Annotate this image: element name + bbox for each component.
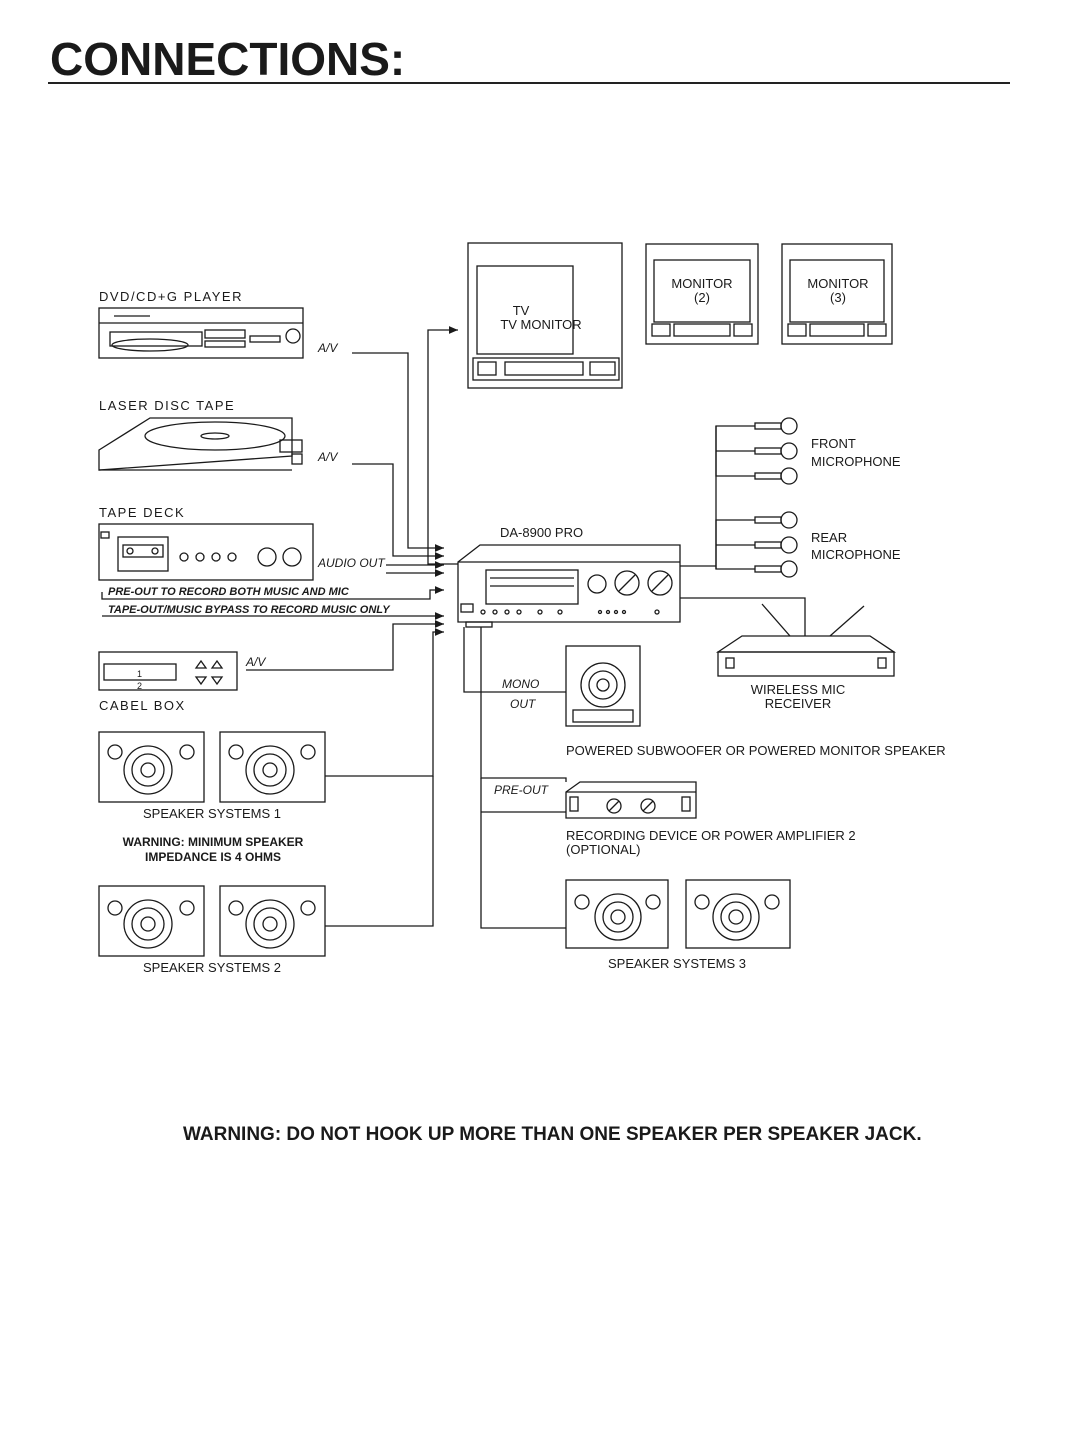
wireless-receiver-label-2: RECEIVER [765, 696, 831, 711]
amplifier-device [457, 544, 681, 628]
cable-ch2-label: 2 [137, 681, 142, 691]
recording-device [565, 781, 697, 819]
monitor-2-label: MONITOR [671, 276, 732, 291]
speaker-systems-2 [98, 885, 326, 957]
rear-mic-label: REAR [811, 530, 847, 545]
speaker-systems-3 [565, 879, 791, 949]
title-divider [48, 82, 1010, 84]
monitor-3-label: MONITOR [807, 276, 868, 291]
dvd-av-label: A/V [317, 341, 338, 355]
impedance-warning: WARNING: MINIMUM SPEAKER [123, 835, 304, 849]
connection-lines [101, 326, 806, 929]
mono-out-label: MONO [502, 677, 539, 691]
recording-device-optional: (OPTIONAL) [566, 842, 640, 857]
cable-av-label: A/V [245, 655, 266, 669]
wireless-receiver-device [715, 603, 897, 677]
cable-box-label: CABEL BOX [99, 698, 186, 713]
front-mic-label-2: MICROPHONE [811, 454, 901, 469]
recording-device-label: RECORDING DEVICE OR POWER AMPLIFIER 2 [566, 828, 856, 843]
monitor-2-device [645, 243, 759, 345]
speaker-systems-1 [98, 731, 326, 803]
tapeout-note: TAPE-OUT/MUSIC BYPASS TO RECORD MUSIC ON… [108, 604, 391, 616]
tape-audio-out-label: AUDIO OUT [317, 556, 386, 570]
laser-disc-device [98, 417, 303, 471]
speaker-systems-1-label: SPEAKER SYSTEMS 1 [143, 806, 281, 821]
monitor-3-number: (3) [830, 290, 846, 305]
hookup-warning: WARNING: DO NOT HOOK UP MORE THAN ONE SP… [183, 1124, 922, 1145]
laser-disc-label: LASER DISC TAPE [99, 398, 235, 413]
subwoofer-device [565, 645, 641, 727]
tv-monitor-label: TV MONITOR [500, 317, 581, 332]
speaker-systems-3-label: SPEAKER SYSTEMS 3 [608, 956, 746, 971]
dvd-player-label: DVD/CD+G PLAYER [99, 289, 243, 304]
amplifier-model-label: DA-8900 PRO [500, 525, 583, 540]
speaker-systems-2-label: SPEAKER SYSTEMS 2 [143, 960, 281, 975]
tv-monitor-label-tv: TV [513, 303, 530, 318]
microphones [680, 417, 798, 578]
impedance-warning-2: IMPEDANCE IS 4 OHMS [145, 850, 281, 864]
tv-monitor-device [467, 242, 623, 389]
monitor-2-number: (2) [694, 290, 710, 305]
dvd-player-device [98, 307, 304, 359]
rear-mic-label-2: MICROPHONE [811, 547, 901, 562]
page-title: CONNECTIONS: [50, 33, 406, 85]
tape-deck-device [98, 523, 314, 581]
monitor-3-device [781, 243, 893, 345]
subwoofer-label: POWERED SUBWOOFER OR POWERED MONITOR SPE… [566, 743, 946, 758]
tape-deck-label: TAPE DECK [99, 505, 185, 520]
front-mic-label: FRONT [811, 436, 856, 451]
cable-box-device [98, 651, 238, 691]
cable-ch1-label: 1 [137, 669, 142, 679]
laser-av-label: A/V [317, 450, 338, 464]
wireless-receiver-label: WIRELESS MIC [751, 682, 846, 697]
preout-note: PRE-OUT TO RECORD BOTH MUSIC AND MIC [108, 586, 350, 598]
pre-out-label: PRE-OUT [494, 783, 550, 797]
mono-out-label-2: OUT [510, 697, 537, 711]
